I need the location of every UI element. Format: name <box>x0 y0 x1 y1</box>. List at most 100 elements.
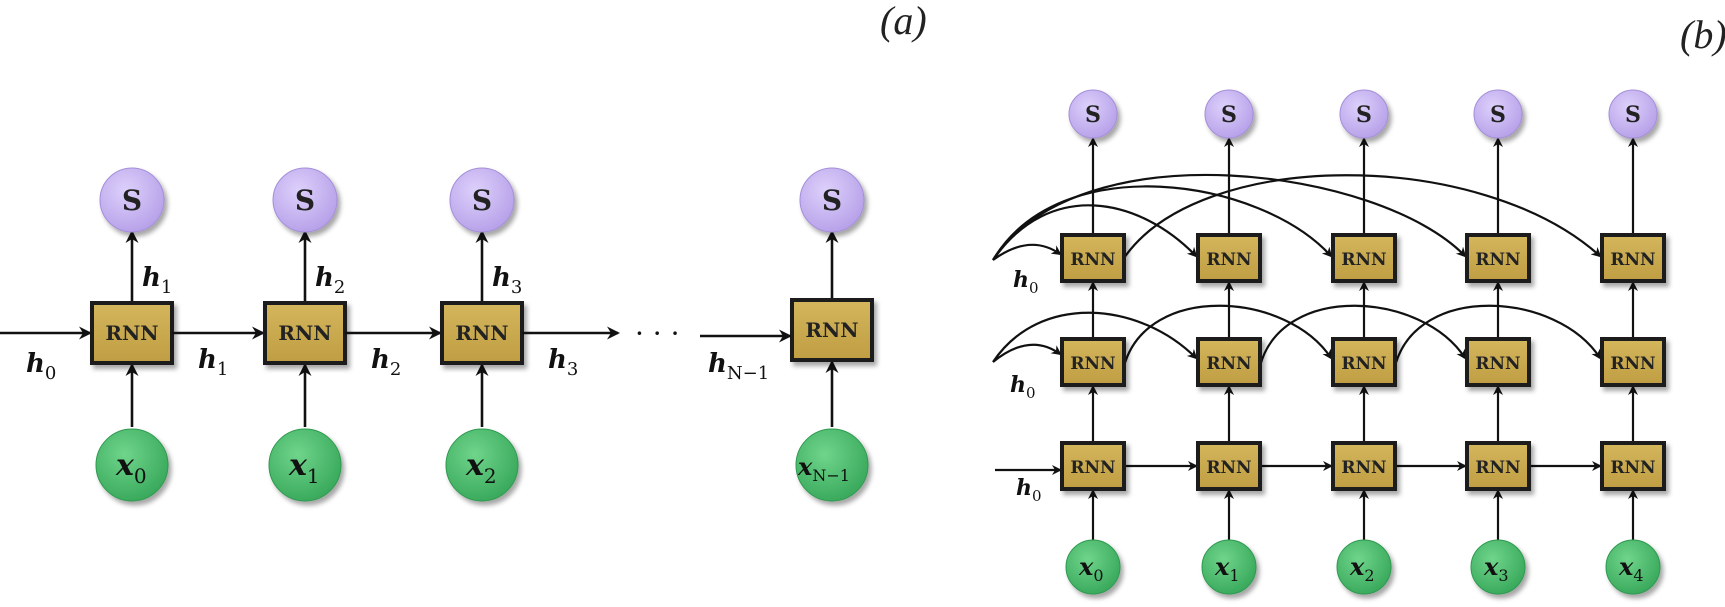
b-rnn-bottom-3: RNN <box>1465 441 1531 491</box>
hidden-out-label-2-sub: 3 <box>567 359 578 380</box>
b-rnn-top-2-box <box>1331 233 1397 283</box>
b-rnn-top-3-box <box>1465 233 1531 283</box>
rnn-cell-1: RNN <box>263 301 347 365</box>
b-input-node-2 <box>1336 539 1392 595</box>
b-rnn-top-3-label: RNN <box>1475 250 1520 270</box>
rnn-cell-2-label: RNN <box>455 321 508 345</box>
b-rnn-middle-0-box <box>1060 337 1126 387</box>
b-edge-top-skip-0 <box>1123 174 1602 259</box>
b-output-label-3: S <box>1490 102 1506 128</box>
b-label-h0-top: h0 <box>1013 267 1039 297</box>
hidden-out-label-0-base: h <box>198 345 217 375</box>
output-node-3 <box>799 167 865 233</box>
b-output-label-4: S <box>1625 102 1641 128</box>
b-rnn-bottom-2-box <box>1331 441 1397 491</box>
b-rnn-top-1: RNN <box>1196 233 1262 283</box>
rnn-cell-0: RNN <box>90 301 174 365</box>
b-label-h0-top-sub: 0 <box>1029 279 1039 297</box>
b-output-node-4 <box>1608 89 1658 139</box>
b-edge-middle-skip-0 <box>1122 304 1333 367</box>
b-rnn-middle-4-box <box>1600 337 1666 387</box>
b-input-label-2-base: x <box>1349 552 1365 581</box>
input-label-1-sub: 1 <box>307 464 320 488</box>
output-label-0: S <box>122 184 142 217</box>
input-label-3-sub: N−1 <box>812 466 850 485</box>
output-node-2 <box>449 167 515 233</box>
b-rnn-middle-0-label: RNN <box>1070 354 1115 374</box>
b-input-label-2-sub: 2 <box>1364 566 1374 585</box>
b-output-label-1: S <box>1221 102 1237 128</box>
input-node-0 <box>95 428 169 502</box>
ellipsis: · · · <box>635 317 680 350</box>
hidden-out-label-2: h3 <box>548 345 578 380</box>
b-label-h0-middle: h0 <box>1010 372 1036 402</box>
b-edge-middle-h0-to-0 <box>992 343 1062 363</box>
rnn-cell-3-label: RNN <box>805 318 858 342</box>
output-label-1: S <box>295 184 315 217</box>
hidden-up-label-2-sub: 3 <box>511 277 522 298</box>
b-rnn-bottom-3-box <box>1465 441 1531 491</box>
b-rnn-top-2-label: RNN <box>1341 250 1386 270</box>
b-rnn-top-3: RNN <box>1465 233 1531 283</box>
rnn-cell-1-label: RNN <box>278 321 331 345</box>
output-label-3: S <box>822 184 842 217</box>
b-edge-middle-skip-1 <box>1258 304 1467 367</box>
b-output-node-1 <box>1204 89 1254 139</box>
b-edge-middle-h0-to-1 <box>992 311 1198 363</box>
b-edge-middle-skip-2 <box>1393 304 1602 367</box>
b-input-node-4 <box>1605 539 1661 595</box>
rnn-cell-0-label: RNN <box>105 321 158 345</box>
input-node-3 <box>795 428 869 502</box>
panel-label-a: (a) <box>880 0 927 43</box>
b-rnn-top-0: RNN <box>1060 233 1126 283</box>
hidden-out-label-2-base: h <box>548 345 567 375</box>
b-input-label-1: x1 <box>1214 552 1240 585</box>
b-rnn-top-1-label: RNN <box>1206 250 1251 270</box>
input-label-3: xN−1 <box>797 452 850 485</box>
b-rnn-middle-1-label: RNN <box>1206 354 1251 374</box>
b-rnn-bottom-1-label: RNN <box>1206 458 1251 478</box>
b-edge-top-h0-to-3 <box>992 173 1467 261</box>
hidden-out-label-1: h2 <box>371 345 401 380</box>
hidden-up-label-1-sub: 2 <box>334 277 345 298</box>
input-label-0: x0 <box>115 448 147 488</box>
b-output-node-3 <box>1473 89 1523 139</box>
b-output-label-2: S <box>1356 102 1372 128</box>
b-input-node-0 <box>1065 539 1121 595</box>
b-input-label-4-sub: 4 <box>1633 566 1643 585</box>
b-rnn-bottom-0-box <box>1060 441 1126 491</box>
b-input-label-3-sub: 3 <box>1498 566 1508 585</box>
label-h0-initial-base: h <box>26 349 45 379</box>
b-rnn-middle-4-label: RNN <box>1610 354 1655 374</box>
b-input-label-0: x0 <box>1078 552 1104 585</box>
hidden-up-label-0: h1 <box>142 263 172 298</box>
b-rnn-top-4-label: RNN <box>1610 250 1655 270</box>
input-label-1: x1 <box>288 448 320 488</box>
label-h0-initial: h0 <box>26 349 56 384</box>
b-rnn-middle-0: RNN <box>1060 337 1126 387</box>
output-node-1 <box>272 167 338 233</box>
b-label-h0-top-base: h <box>1013 267 1029 293</box>
rnn-cell-0-box <box>90 301 174 365</box>
b-rnn-top-0-label: RNN <box>1070 250 1115 270</box>
b-rnn-middle-2-label: RNN <box>1341 354 1386 374</box>
b-rnn-top-4: RNN <box>1600 233 1666 283</box>
b-rnn-bottom-4-box <box>1600 441 1666 491</box>
panel-a-unrolled-rnn: h0SRNNx0h1h1SRNNx1h2h2SRNNx2h3h3SRNNxN−1… <box>0 167 874 502</box>
hidden-up-label-0-base: h <box>142 263 161 293</box>
hidden-up-label-0-sub: 1 <box>161 277 172 298</box>
rnn-cell-3: RNN <box>790 298 874 362</box>
b-edge-top-h0-to-2 <box>992 185 1333 261</box>
input-label-1-base: x <box>288 448 308 483</box>
b-input-label-4-base: x <box>1618 552 1634 581</box>
input-node-1 <box>268 428 342 502</box>
rnn-cell-3-box <box>790 298 874 362</box>
b-rnn-bottom-4: RNN <box>1600 441 1666 491</box>
b-rnn-middle-2-box <box>1331 337 1397 387</box>
b-label-h0-middle-base: h <box>1010 372 1026 398</box>
rnn-cell-2: RNN <box>440 301 524 365</box>
b-edge-top-h0-to-0 <box>992 243 1062 261</box>
output-node-0 <box>99 167 165 233</box>
b-label-h0-bottom: h0 <box>1016 475 1042 505</box>
